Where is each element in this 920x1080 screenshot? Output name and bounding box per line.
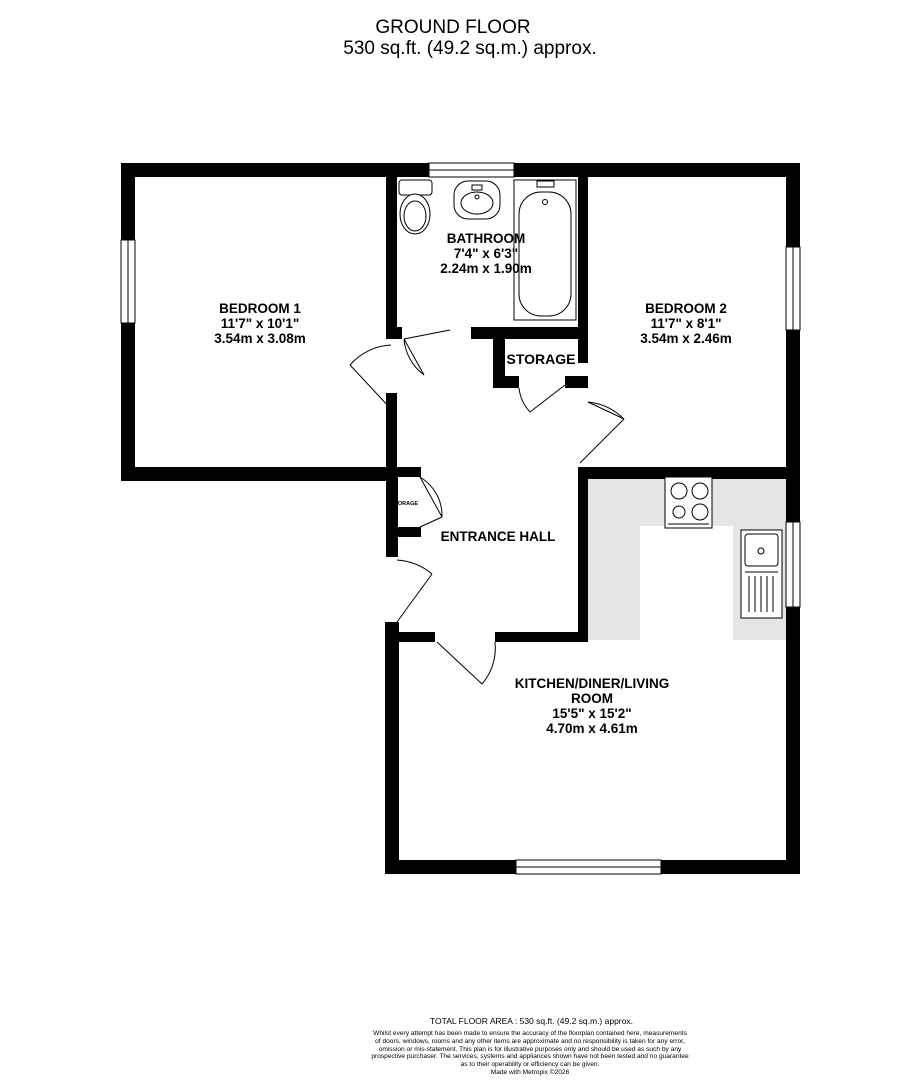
room-labels: BEDROOM 1 11'7" x 10'1" 3.54m x 3.08m BA… [214, 231, 732, 736]
disclaimer-line: omission or mis-statement. This plan is … [378, 1045, 682, 1053]
door-bedroom1 [349, 344, 392, 410]
disclaimer-line: as to their operability or efficiency ca… [460, 1061, 600, 1069]
floor-area: 530 sq.ft. (49.2 sq.m.) approx. [343, 38, 597, 59]
door-kitchen [436, 641, 496, 685]
storage-name: STORAGE [507, 351, 576, 367]
sink-icon [740, 529, 783, 619]
floor-title: GROUND FLOOR [375, 17, 531, 38]
kitchen-metric: 4.70m x 4.61m [546, 721, 638, 736]
toilet-icon [398, 179, 433, 235]
bathroom-imperial: 7'4" x 6'3" [454, 246, 518, 261]
walls [121, 163, 800, 874]
bedroom2-imperial: 11'7" x 8'1" [650, 316, 721, 331]
kitchen-fittings [664, 476, 783, 619]
doors [349, 329, 625, 685]
bedroom2-metric: 3.54m x 2.46m [640, 331, 732, 346]
bedroom2-name: BEDROOM 2 [645, 301, 727, 316]
door-small-storage [419, 476, 443, 528]
basin-icon [453, 180, 501, 220]
bathroom-metric: 2.24m x 1.90m [440, 261, 532, 276]
windows [120, 162, 801, 875]
kitchen-name-line2: ROOM [571, 691, 613, 706]
bedroom1-imperial: 11'7" x 10'1" [221, 316, 300, 331]
small-storage-name: ORAGE [398, 501, 419, 507]
bath-icon [513, 179, 577, 321]
total-floor-area: TOTAL FLOOR AREA : 530 sq.ft. (49.2 sq.m… [430, 1016, 633, 1026]
hob-icon [664, 476, 713, 529]
kitchen-name-line1: KITCHEN/DINER/LIVING [515, 676, 670, 691]
footer-total: TOTAL FLOOR AREA : 530 sq.ft. (49.2 sq.m… [0, 1016, 920, 1026]
door-storage [518, 384, 566, 413]
bedroom1-metric: 3.54m x 3.08m [214, 331, 306, 346]
disclaimer-line: prospective purchaser. The services, sys… [371, 1053, 689, 1061]
disclaimer-line: Whilst every attempt has been made to en… [373, 1030, 687, 1037]
footer-disclaimer: Whilst every attempt has been made to en… [330, 1030, 730, 1077]
bathroom-name: BATHROOM [447, 231, 526, 246]
made-with: Made with Metropix ©2026 [490, 1068, 570, 1076]
hall-name: ENTRANCE HALL [441, 529, 556, 544]
bathroom-fittings [398, 179, 577, 321]
door-entrance [396, 559, 433, 623]
door-bedroom2 [579, 401, 625, 464]
bedroom1-name: BEDROOM 1 [219, 301, 301, 316]
door-bathroom [403, 329, 451, 376]
kitchen-imperial: 15'5" x 15'2" [552, 706, 631, 721]
disclaimer-line: of doors, windows, rooms and any other i… [375, 1037, 685, 1045]
